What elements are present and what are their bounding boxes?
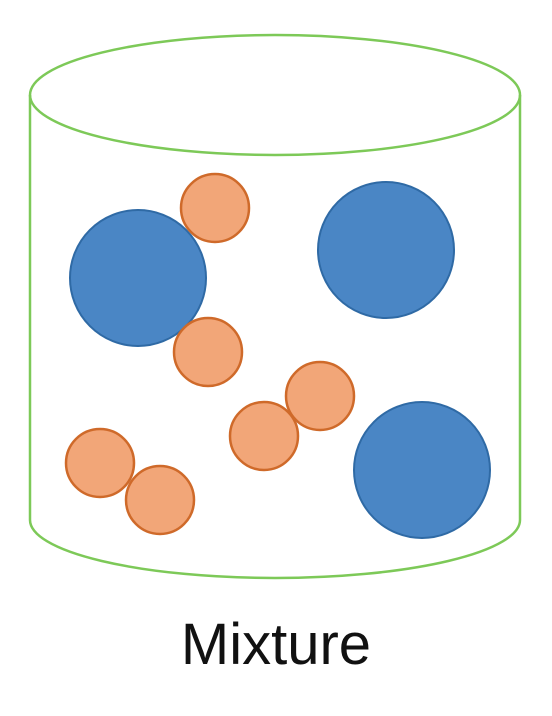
large-particles: [69, 181, 491, 539]
large-particle: [69, 209, 207, 347]
large-particle: [353, 401, 491, 539]
small-particle: [179, 172, 251, 244]
large-particle: [317, 181, 455, 319]
small-particle: [284, 360, 356, 432]
diagram-caption: Mixture: [180, 612, 372, 677]
container-body: [28, 95, 522, 580]
small-particles: [64, 172, 356, 536]
container-top-rim: [28, 33, 522, 157]
container: [28, 33, 522, 580]
small-particle: [228, 400, 300, 472]
small-particle: [124, 464, 196, 536]
small-particle: [172, 316, 244, 388]
small-particle: [64, 427, 136, 499]
